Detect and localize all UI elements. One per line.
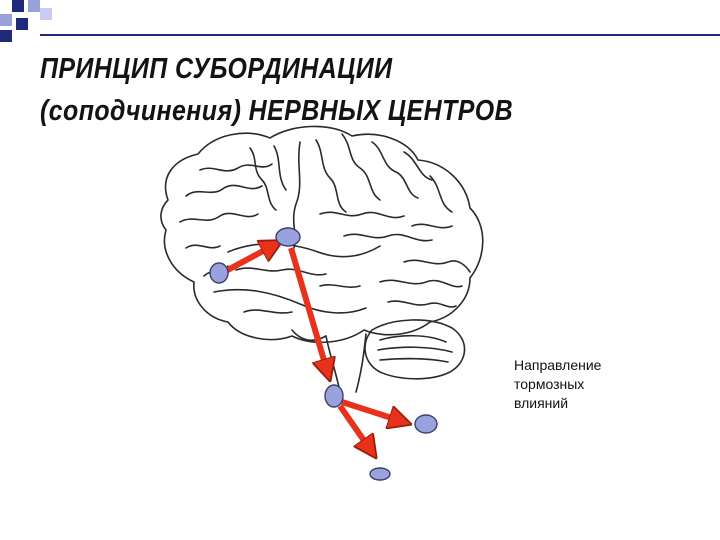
node-brainstem <box>324 384 344 408</box>
inhibition-arrows <box>222 244 404 452</box>
corner-square <box>28 0 40 12</box>
arrow-cortex-to-brainstem <box>288 247 328 374</box>
corner-square <box>40 8 52 20</box>
brainstem <box>325 333 367 393</box>
corner-square <box>0 14 12 26</box>
cerebellum <box>364 319 466 380</box>
brain-outline <box>160 125 484 344</box>
header-rule <box>40 34 720 36</box>
title-line-2: (соподчинения) НЕРВНЫХ ЦЕНТРОВ <box>40 95 514 127</box>
node-peripheral-right <box>414 414 438 434</box>
legend-label: Направление тормозных влияний <box>514 357 602 411</box>
page-title: ПРИНЦИП СУБОРДИНАЦИИ (соподчинения) НЕРВ… <box>40 48 590 132</box>
arrow-brainstem-to-right <box>341 399 404 422</box>
title-line-1: ПРИНЦИП СУБОРДИНАЦИИ <box>40 53 393 85</box>
corner-square <box>12 0 24 12</box>
lateral-fissure <box>227 242 381 258</box>
corner-square <box>0 30 12 42</box>
node-cortex <box>275 227 301 247</box>
nerve-centres <box>209 227 438 481</box>
arrow-brainstem-to-bottom <box>337 404 372 452</box>
corner-square <box>16 18 28 30</box>
brain-illustration <box>160 125 484 393</box>
node-peripheral-bottom <box>369 467 391 481</box>
corner-decoration <box>0 0 60 44</box>
node-lower-cortical <box>209 262 229 284</box>
arrow-lower-to-cortex <box>222 244 276 275</box>
